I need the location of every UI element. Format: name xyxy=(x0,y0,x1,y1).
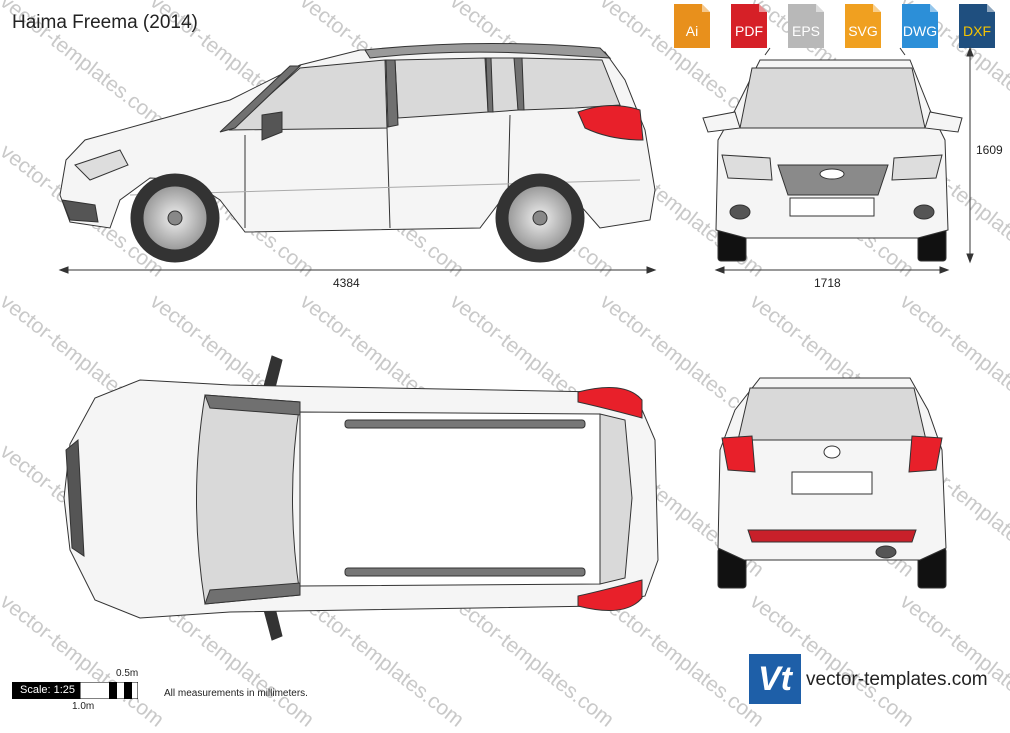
car-blueprint xyxy=(58,42,974,641)
front-view xyxy=(702,47,963,262)
site-link[interactable]: vector-templates.com xyxy=(806,669,988,690)
length-dimension-line xyxy=(58,266,657,274)
format-eps-icon[interactable]: EPS xyxy=(782,4,830,48)
format-ai-icon[interactable]: Ai xyxy=(668,4,716,48)
scale-label: Scale: 1:25 xyxy=(12,682,80,699)
vt-logo[interactable]: Vt xyxy=(749,654,801,704)
format-dwg-icon[interactable]: DWG xyxy=(896,4,944,48)
length-label: 4384 xyxy=(333,276,360,290)
scale-half-label: 0.5m xyxy=(116,668,139,679)
scale-full-label: 1.0m xyxy=(72,701,95,712)
rear-view xyxy=(717,377,947,589)
format-pdf-icon[interactable]: PDF xyxy=(725,4,773,48)
format-svg-icon[interactable]: SVG xyxy=(839,4,887,48)
width-label: 1718 xyxy=(814,276,841,290)
format-icons: Ai PDF EPS SVG DWG DXF xyxy=(668,4,1001,48)
scale-bar xyxy=(80,682,138,699)
side-view xyxy=(59,42,656,263)
page-title: Haima Freema (2014) xyxy=(12,12,198,33)
measurement-note: All measurements in millimeters. xyxy=(164,688,308,699)
height-dimension-line xyxy=(966,46,974,264)
height-label: 1609 xyxy=(976,143,1003,157)
width-dimension-line xyxy=(714,266,950,274)
top-view xyxy=(63,355,659,641)
format-dxf-icon[interactable]: DXF xyxy=(953,4,1001,48)
